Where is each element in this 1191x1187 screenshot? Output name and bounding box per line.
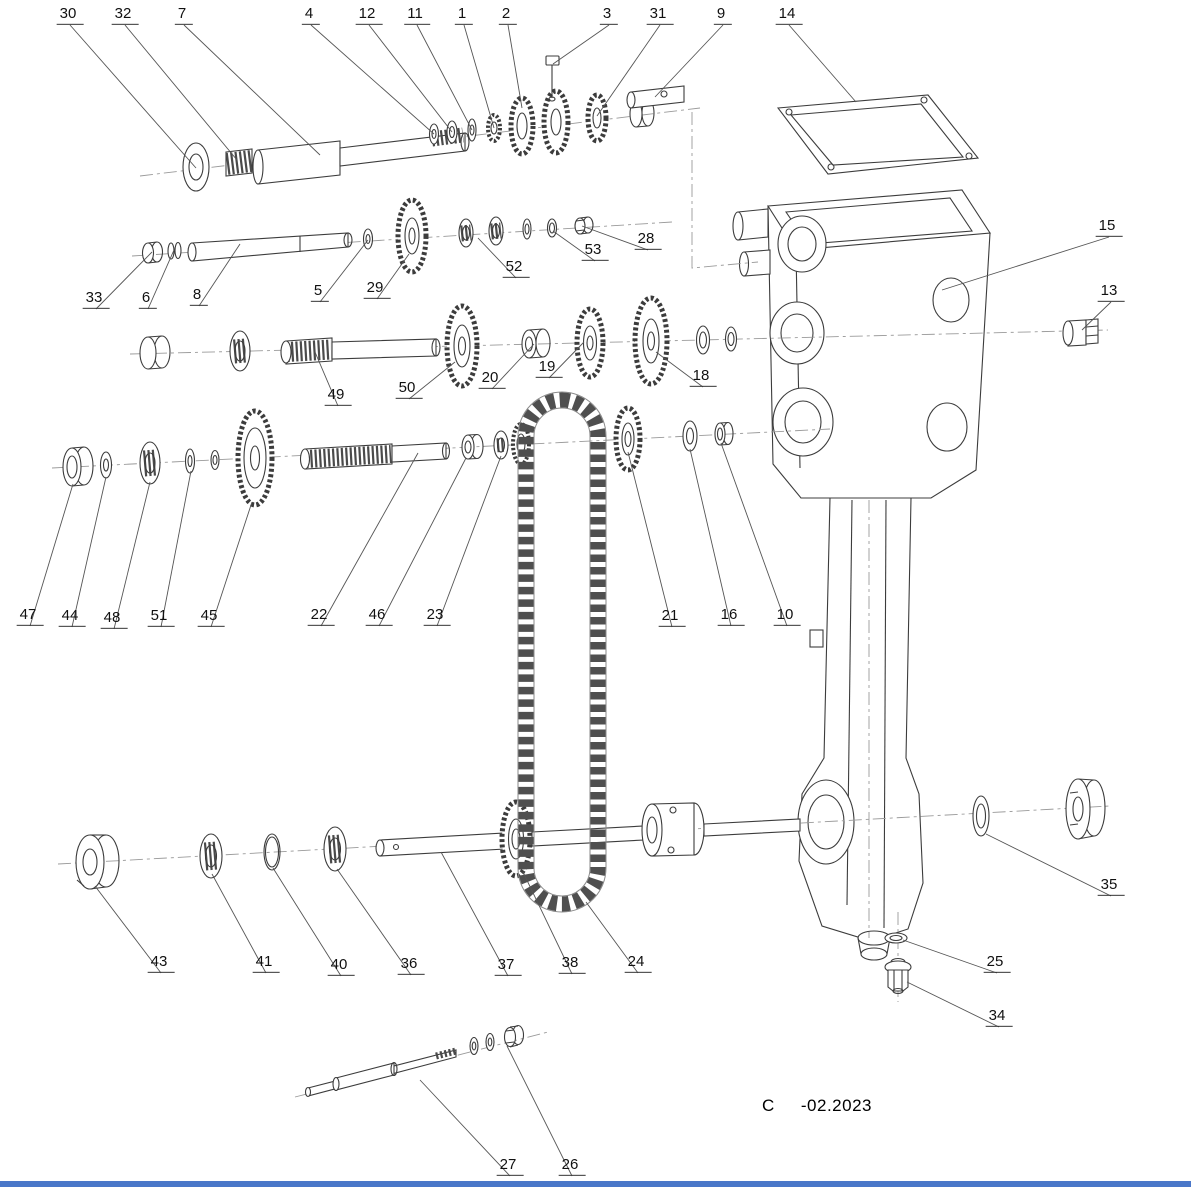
leader-line-41 xyxy=(211,873,267,974)
revision-code: C -02.2023 xyxy=(762,1096,873,1115)
leader-line-49 xyxy=(314,351,339,407)
leader-line-31 xyxy=(596,24,661,117)
leader-line-27 xyxy=(419,1079,511,1177)
leader-line-43 xyxy=(94,885,162,974)
leader-line-26 xyxy=(506,1045,573,1177)
leader-line-18 xyxy=(655,351,704,388)
middle-countershaft-assembly xyxy=(139,295,738,389)
leader-line-11 xyxy=(416,24,473,131)
leader-line-14 xyxy=(788,24,857,103)
leader-line-32 xyxy=(124,24,238,161)
leader-line-12 xyxy=(368,24,453,133)
leader-line-13 xyxy=(1081,301,1112,331)
input-shaft-assembly xyxy=(182,55,685,192)
leader-line-24 xyxy=(585,901,639,974)
drive-chain xyxy=(517,391,607,913)
leader-line-38 xyxy=(522,871,573,975)
leader-line-29 xyxy=(376,253,410,300)
leader-line-4 xyxy=(310,24,435,135)
drain-washer-and-bolt xyxy=(884,932,912,995)
cover-gasket xyxy=(776,94,980,175)
breather-plug xyxy=(1062,318,1099,347)
leader-line-48 xyxy=(113,481,151,630)
leader-line-46 xyxy=(378,457,467,627)
leader-line-47 xyxy=(29,483,74,627)
leader-line-6 xyxy=(147,249,175,310)
leader-line-52 xyxy=(477,237,517,279)
leader-line-2 xyxy=(507,24,523,109)
leader-line-1 xyxy=(463,24,495,129)
leader-line-51 xyxy=(160,470,192,628)
leader-line-10 xyxy=(720,442,788,627)
leader-line-16 xyxy=(689,448,732,627)
leader-line-30 xyxy=(69,24,197,169)
leader-line-9 xyxy=(654,24,724,98)
tensioner-stud-assembly xyxy=(304,1024,525,1098)
leader-line-7 xyxy=(183,24,321,156)
leader-line-36 xyxy=(336,868,412,976)
leader-line-23 xyxy=(436,455,502,627)
leader-line-37 xyxy=(440,851,509,977)
leader-line-33 xyxy=(95,251,153,310)
gearbox-housing xyxy=(732,189,991,961)
window-bottom-edge xyxy=(0,1181,1191,1187)
leader-line-28 xyxy=(581,225,649,251)
leader-line-34 xyxy=(906,981,1000,1028)
leader-line-21 xyxy=(627,451,673,628)
leader-line-20 xyxy=(491,343,535,390)
leader-line-35 xyxy=(985,833,1112,897)
leader-line-3 xyxy=(552,24,610,65)
leader-line-25 xyxy=(902,939,998,974)
leader-line-45 xyxy=(210,501,253,628)
leader-line-15 xyxy=(941,236,1110,291)
leader-line-53 xyxy=(552,230,596,262)
upper-countershaft-assembly xyxy=(141,197,594,275)
leader-line-5 xyxy=(319,239,369,303)
leader-line-19 xyxy=(548,341,585,379)
output-shaft-assembly xyxy=(75,778,1106,890)
leader-line-44 xyxy=(71,476,107,628)
leader-line-8 xyxy=(198,243,241,307)
leader-line-50 xyxy=(408,361,456,400)
leader-line-22 xyxy=(320,452,419,627)
leader-line-40 xyxy=(272,867,342,977)
